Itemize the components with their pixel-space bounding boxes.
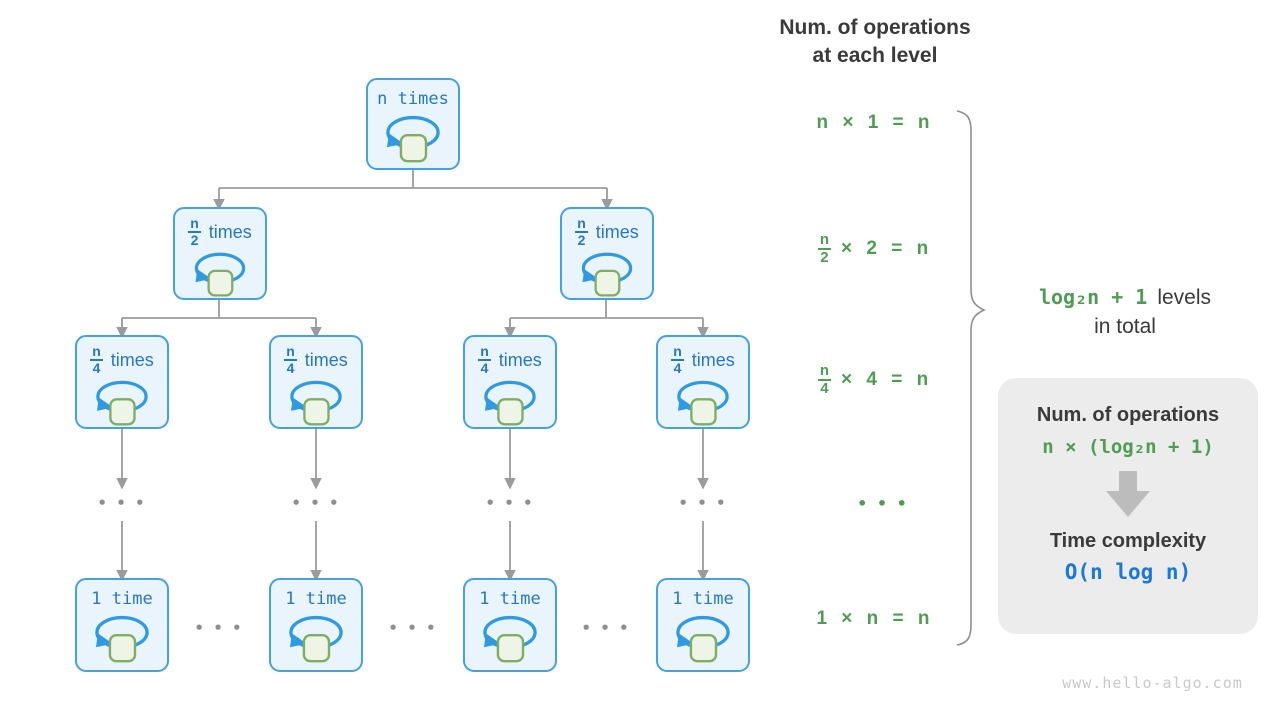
loop-icon xyxy=(379,112,447,164)
fraction-numerator: n xyxy=(284,343,297,361)
levels-brace xyxy=(956,110,986,646)
node-label: 1 time xyxy=(479,589,541,609)
node-label: 1 time xyxy=(672,589,734,609)
column-ellipsis: • • • xyxy=(485,494,535,512)
loop-icon xyxy=(282,612,350,664)
fraction-numerator: n xyxy=(90,343,103,361)
fraction-numerator: n xyxy=(575,215,588,233)
node-label-word: times xyxy=(208,221,252,242)
loop-icon xyxy=(476,377,544,427)
loop-icon xyxy=(573,249,641,298)
fraction-denominator: 2 xyxy=(190,232,199,248)
tree-connectors xyxy=(116,170,709,582)
row-ellipsis: • • • xyxy=(581,619,631,637)
tree-node-leaf-4: 1 time xyxy=(656,578,750,672)
column-ellipsis: • • • xyxy=(97,494,147,512)
node-label: 1 time xyxy=(91,589,153,609)
fraction-denominator: 4 xyxy=(480,360,489,376)
levels-total-line1: log₂n + 1 levels xyxy=(1010,283,1240,312)
summary-panel: Num. of operations n × (log₂n + 1) Time … xyxy=(998,378,1258,634)
node-label-word: times xyxy=(110,349,154,370)
fraction-numerator: n xyxy=(188,215,201,233)
equation-ellipsis: • • • xyxy=(857,494,909,513)
fraction-numerator: n xyxy=(817,362,831,381)
fraction-denominator: 4 xyxy=(286,360,295,376)
fraction-denominator: 4 xyxy=(820,380,829,397)
equation-last-level: 1 × n = n xyxy=(816,608,930,629)
loop-icon xyxy=(669,612,737,664)
operations-header: Num. of operations at each level xyxy=(740,14,1010,70)
node-label-word: times xyxy=(304,349,348,370)
fraction-numerator: n xyxy=(478,343,491,361)
watermark: www.hello-algo.com xyxy=(1062,674,1243,692)
loop-icon xyxy=(186,249,254,298)
operations-header-line2: at each level xyxy=(812,44,938,67)
loop-icon xyxy=(88,612,156,664)
fraction-denominator: 4 xyxy=(673,360,682,376)
loop-icon xyxy=(88,377,156,427)
node-label-word: times xyxy=(595,221,639,242)
down-block-arrow-icon xyxy=(1106,471,1150,517)
panel-operations-title: Num. of operations xyxy=(1036,404,1220,426)
fraction-denominator: 2 xyxy=(577,232,586,248)
operations-header-line1: Num. of operations xyxy=(779,16,971,39)
tree-node-leaf-2: 1 time xyxy=(269,578,363,672)
tree-node-root: n times xyxy=(366,78,460,170)
levels-total-label: log₂n + 1 levels in total xyxy=(1010,283,1240,341)
loop-icon xyxy=(476,612,544,664)
node-label-word: times xyxy=(691,349,735,370)
levels-total-line2: in total xyxy=(1094,315,1156,338)
tree-node-leaf-1: 1 time xyxy=(75,578,169,672)
node-label: n times xyxy=(377,89,449,109)
node-label-word: times xyxy=(498,349,542,370)
levels-word: levels xyxy=(1157,286,1212,309)
tree-node-leaf-3: 1 time xyxy=(463,578,557,672)
column-ellipsis: • • • xyxy=(678,494,728,512)
equation-level1: n × 1 = n xyxy=(816,112,930,133)
row-ellipsis: • • • xyxy=(388,619,438,637)
fraction-numerator: n xyxy=(817,231,831,250)
panel-operations-formula: n × (log₂n + 1) xyxy=(1042,436,1214,458)
fraction-denominator: 2 xyxy=(820,249,829,266)
panel-complexity-formula: O(n log n) xyxy=(1064,560,1192,584)
node-label: 1 time xyxy=(285,589,347,609)
fraction-numerator: n xyxy=(671,343,684,361)
loop-icon xyxy=(669,377,737,427)
levels-formula: log₂n + 1 xyxy=(1038,285,1148,309)
fraction-denominator: 4 xyxy=(92,360,101,376)
row-ellipsis: • • • xyxy=(194,619,244,637)
panel-complexity-title: Time complexity xyxy=(1049,530,1207,552)
column-ellipsis: • • • xyxy=(291,494,341,512)
loop-icon xyxy=(282,377,350,427)
